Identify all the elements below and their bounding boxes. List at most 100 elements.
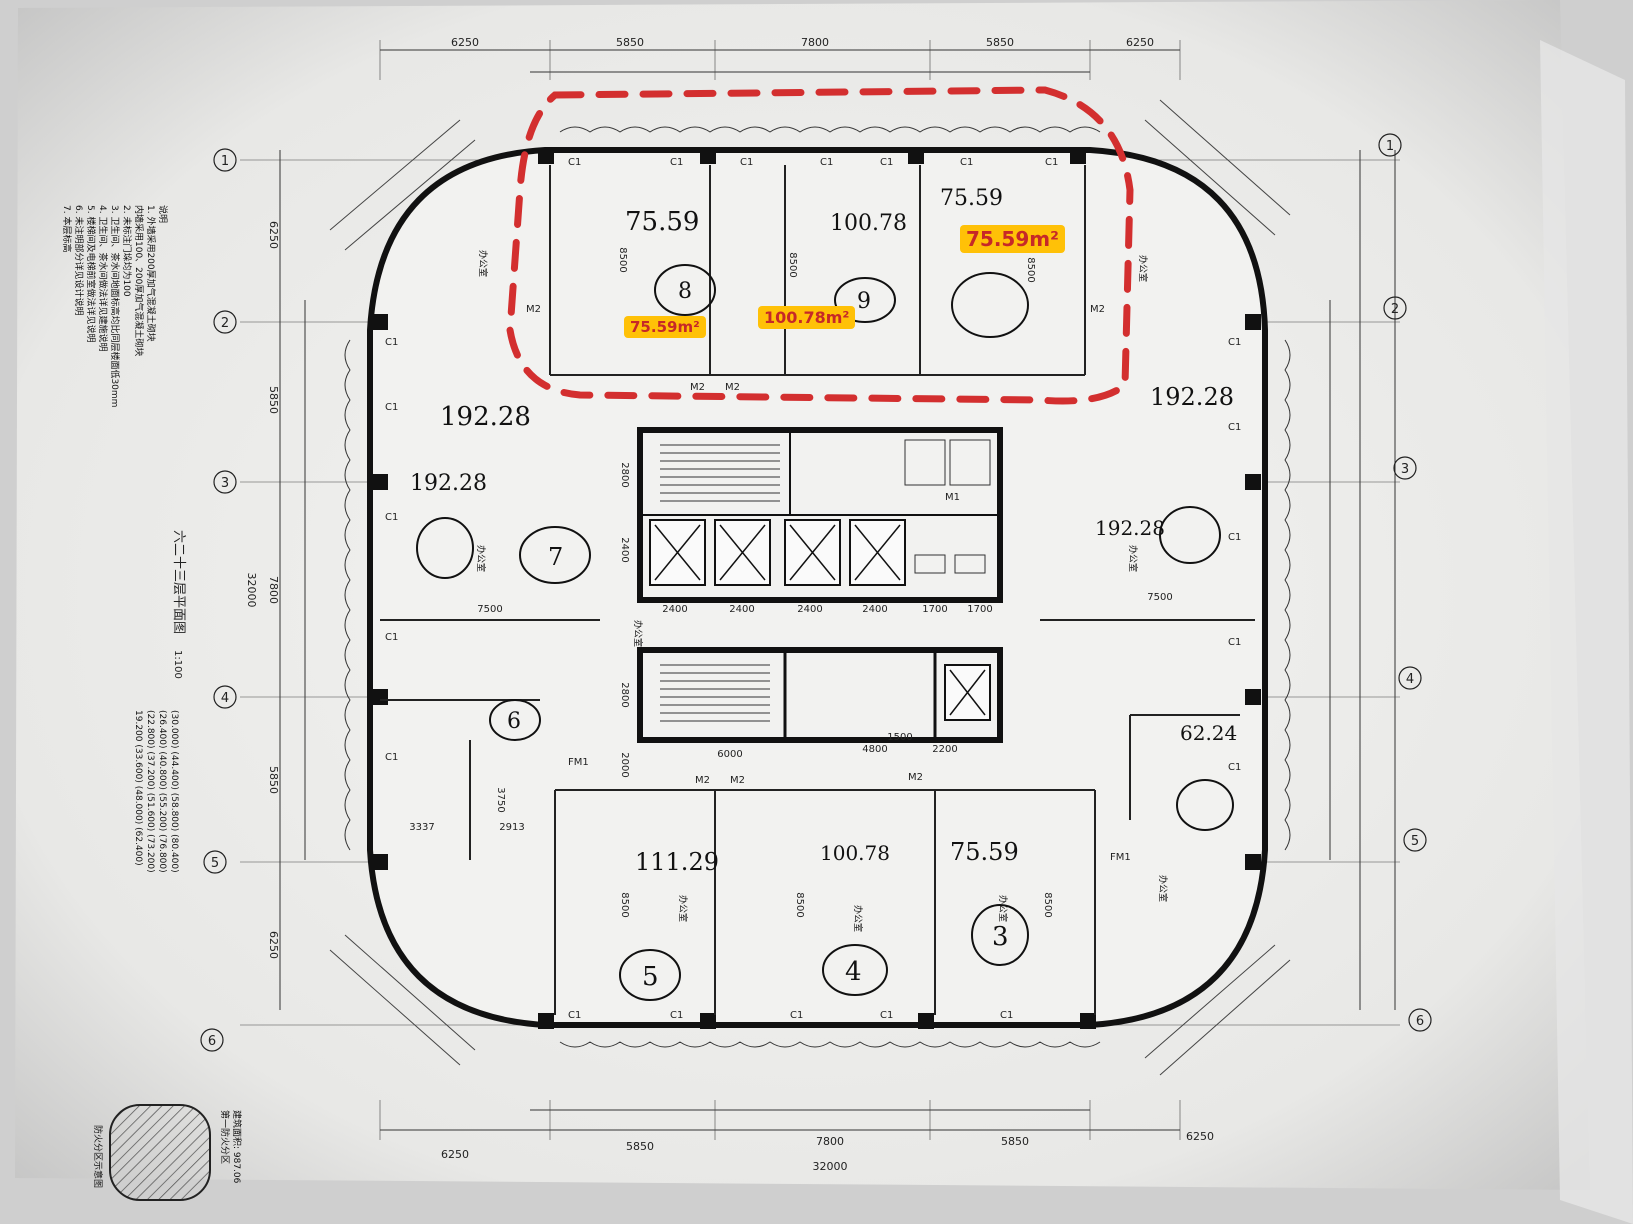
grid-left-1: 1 xyxy=(221,154,229,169)
room-label: 办公室 xyxy=(852,905,864,932)
hand-right-area: 192.28 xyxy=(1150,383,1234,411)
elevation-table: (30.000) (44.400) (58.800) (80.400) (26.… xyxy=(133,710,179,873)
dim-core-w-4: 2400 xyxy=(862,604,887,615)
depth-bottom-mid: 8500 xyxy=(794,892,805,917)
elev-row: 19.200 (33.600) (48.000) (62.400) xyxy=(133,710,143,866)
hand-circle-7: 7 xyxy=(548,543,563,571)
fire-zone-box xyxy=(109,1104,211,1201)
hand-left-area: 192.28 xyxy=(440,402,531,432)
col-label: C1 xyxy=(1228,532,1241,543)
hand-circle-9: 9 xyxy=(857,289,871,314)
dim-core-w-5: 1700 xyxy=(922,604,947,615)
highlight-dashed-outline xyxy=(506,86,1134,405)
dim-3750: 3750 xyxy=(495,787,506,812)
dim-bottom-5850-b: 5850 xyxy=(1001,1135,1029,1148)
dim-left-7800: 7800 xyxy=(267,576,280,604)
grid-right-2: 2 xyxy=(1391,302,1399,317)
core xyxy=(637,427,1003,743)
dim-core-w-1: 2400 xyxy=(662,604,687,615)
dim-3337: 3337 xyxy=(409,822,434,833)
note-line: 1. 外墙采用200厚加气混凝土砌块 xyxy=(145,205,157,342)
top-rooms xyxy=(549,165,1086,376)
col-label: C1 xyxy=(1000,1010,1013,1021)
area-tag-unit: m² xyxy=(677,318,700,336)
col-label: C1 xyxy=(880,157,893,168)
hand-right-mid: 192.28 xyxy=(1095,516,1165,540)
area-tag-top-left: 75.59m² xyxy=(624,316,706,338)
note-line: 2. 未标注门垛均为100 xyxy=(121,205,133,297)
grid-right-5: 5 xyxy=(1411,834,1419,849)
door-label-m1: M1 xyxy=(945,492,960,503)
plan-title: 六二十三层平面图 xyxy=(171,530,186,634)
grid-right-4: 4 xyxy=(1406,672,1414,687)
hand-circle-6: 6 xyxy=(507,709,521,734)
door-label: M2 xyxy=(526,304,541,315)
col-label: C1 xyxy=(740,157,753,168)
grid-right-1: 1 xyxy=(1386,139,1394,154)
area-tag-top-mid: 100.78m² xyxy=(758,306,856,329)
dim-left-6250-a: 6250 xyxy=(267,221,280,249)
grid-right-3: 3 xyxy=(1401,462,1409,477)
depth-bottom-left: 8500 xyxy=(619,892,630,917)
dim-6000: 6000 xyxy=(717,749,742,760)
door-label: M2 xyxy=(1090,304,1105,315)
dim-4800: 4800 xyxy=(862,744,887,755)
dim-core-h-4: 2000 xyxy=(619,752,630,777)
col-label: C1 xyxy=(790,1010,803,1021)
elev-row: (30.000) (44.400) (58.800) (80.400) xyxy=(169,710,179,873)
grid-left-4: 4 xyxy=(221,691,229,706)
dim-top-6250-left: 6250 xyxy=(451,36,479,49)
dim-ticks xyxy=(379,40,1181,1140)
hand-right-lower: 62.24 xyxy=(1180,721,1237,745)
dim-core-h-1: 2800 xyxy=(619,462,630,487)
door-label: M2 xyxy=(725,382,740,393)
hand-circle-5: 5 xyxy=(642,962,659,992)
dim-top-6250-right: 6250 xyxy=(1126,36,1154,49)
col-label: C1 xyxy=(1228,422,1241,433)
grid-right-6: 6 xyxy=(1416,1014,1424,1029)
col-label: C1 xyxy=(385,632,398,643)
dim-left-total: 32000 xyxy=(245,573,258,608)
hand-bottom-left: 111.29 xyxy=(635,848,719,876)
dim-core-h-3: 2800 xyxy=(619,682,630,707)
room-label: 办公室 xyxy=(477,250,489,277)
dim-2913: 2913 xyxy=(499,822,524,833)
room-label: 办公室 xyxy=(1127,545,1139,572)
room-label: 办公室 xyxy=(1137,255,1149,282)
dim-top-5850-b: 5850 xyxy=(986,36,1014,49)
note-line: 3. 卫生间、茶水间地面标高均比同层楼面低30mm xyxy=(109,205,121,407)
grid-left-6: 6 xyxy=(208,1034,216,1049)
col-label: C1 xyxy=(1228,337,1241,348)
col-label: C1 xyxy=(385,512,398,523)
note-line: 内墙采用100、200厚加气混凝土砌块 xyxy=(133,205,145,356)
dim-core-w-6: 1700 xyxy=(967,604,992,615)
hand-bottom-right: 75.59 xyxy=(950,838,1019,866)
hand-left-area-b: 192.28 xyxy=(410,471,487,496)
dim-bottom-5850-a: 5850 xyxy=(626,1140,654,1153)
note-line: 5. 楼梯间及电梯前室做法详见说明 xyxy=(85,205,97,342)
room-label: 办公室 xyxy=(475,545,487,572)
area-tag-value: 75.59 xyxy=(966,227,1030,251)
col-label: C1 xyxy=(1045,157,1058,168)
columns xyxy=(372,148,1261,1029)
col-label: C1 xyxy=(670,1010,683,1021)
depth-top-left: 8500 xyxy=(617,247,628,272)
col-label: C1 xyxy=(1228,762,1241,773)
bottom-rooms xyxy=(380,619,1255,1015)
col-label: C1 xyxy=(1228,637,1241,648)
dim-top-5850-a: 5850 xyxy=(616,36,644,49)
hand-top-left: 75.59 xyxy=(625,207,699,237)
elev-row: (22.800) (37.200) (51.600) (73.200) xyxy=(145,710,155,873)
dimension-lines xyxy=(279,49,1396,1131)
dim-top-7800: 7800 xyxy=(801,36,829,49)
hand-bottom-mid: 100.78 xyxy=(820,841,890,865)
dim-left-5850-a: 5850 xyxy=(267,386,280,414)
hand-circles xyxy=(416,264,1234,1001)
area-tag-unit: m² xyxy=(825,308,850,327)
hand-top-right: 75.59 xyxy=(940,186,1003,211)
room-label: 办公室 xyxy=(677,895,689,922)
plan-scale: 1:100 xyxy=(172,650,183,679)
note-line: 说明 xyxy=(157,205,169,223)
door-label: M2 xyxy=(908,772,923,783)
